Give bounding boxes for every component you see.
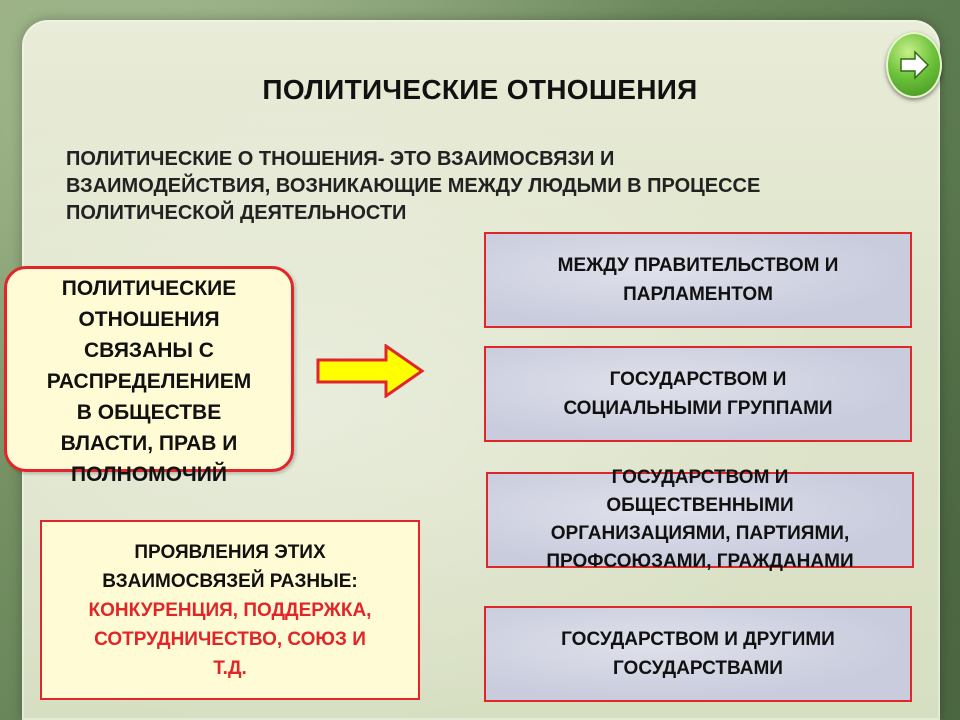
relation-line: ОРГАНИЗАЦИЯМИ, ПАРТИЯМИ, (550, 523, 850, 544)
relation-box-government-parliament: МЕЖДУ ПРАВИТЕЛЬСТВОМ И ПАРЛАМЕНТОМ (484, 232, 912, 328)
relation-line: ПАРЛАМЕНТОМ (623, 284, 773, 305)
left-box-line: ОТНОШЕНИЯ (78, 308, 220, 331)
next-slide-button[interactable] (886, 32, 942, 98)
relation-box-state-organizations: ГОСУДАРСТВОМ И ОБЩЕСТВЕННЫМИ ОРГАНИЗАЦИЯ… (486, 467, 914, 572)
left-box-line: ПОЛНОМОЧИЙ (71, 463, 227, 486)
relation-line: ГОСУДАРСТВАМИ (613, 658, 783, 679)
left-box-line: ВЛАСТИ, ПРАВ И (60, 432, 238, 455)
page-title: ПОЛИТИЧЕСКИЕ ОТНОШЕНИЯ (262, 74, 698, 105)
relation-line: ГОСУДАРСТВОМ И ДРУГИМИ (561, 629, 835, 650)
arrow-right-icon (900, 50, 930, 80)
relation-box-state-social-groups: ГОСУДАРСТВОМ И СОЦИАЛЬНЫМИ ГРУППАМИ (484, 346, 912, 442)
left-box-line: РАСПРЕДЕЛЕНИЕМ (46, 370, 252, 393)
definition-text: ПОЛИТИЧЕСКИЕ О ТНОШЕНИЯ- ЭТО ВЗАИМОСВЯЗИ… (66, 146, 926, 227)
manifestations-line: ВЗАИМОСВЯЗЕЙ РАЗНЫЕ: (102, 570, 358, 592)
relation-line: СОЦИАЛЬНЫМИ ГРУППАМИ (563, 398, 833, 419)
block-arrow-right-icon (316, 344, 425, 398)
relation-line: ПРОФСОЮЗАМИ, ГРАЖДАНАМИ (546, 551, 854, 572)
manifestations-line: ПРОЯВЛЕНИЯ ЭТИХ (134, 541, 326, 563)
left-box-line: В ОБЩЕСТВЕ (76, 401, 222, 424)
relation-box-state-other-states: ГОСУДАРСТВОМ И ДРУГИМИ ГОСУДАРСТВАМИ (484, 606, 912, 702)
definition-line: ПОЛИТИЧЕСКОЙ ДЕЯТЕЛЬНОСТИ (66, 202, 407, 224)
manifestations-box: ПРОЯВЛЕНИЯ ЭТИХ ВЗАИМОСВЯЗЕЙ РАЗНЫЕ: КОН… (40, 520, 420, 700)
manifestations-example-line: Т.Д. (213, 657, 247, 679)
relation-line: ГОСУДАРСТВОМ И (611, 467, 789, 488)
relations-distribution-box: ПОЛИТИЧЕСКИЕ ОТНОШЕНИЯ СВЯЗАНЫ С РАСПРЕД… (4, 266, 294, 486)
definition-line: ВЗАИМОДЕЙСТВИЯ, ВОЗНИКАЮЩИЕ МЕЖДУ ЛЮДЬМИ… (66, 175, 761, 197)
manifestations-example-line: КОНКУРЕНЦИЯ, ПОДДЕРЖКА, (88, 599, 372, 621)
relation-line: МЕЖДУ ПРАВИТЕЛЬСТВОМ И (557, 255, 839, 276)
manifestations-example-line: СОТРУДНИЧЕСТВО, СОЮЗ И (94, 628, 366, 650)
left-box-line: СВЯЗАНЫ С (84, 339, 214, 362)
relation-line: ГОСУДАРСТВОМ И (609, 369, 787, 390)
definition-line: ПОЛИТИЧЕСКИЕ О ТНОШЕНИЯ- ЭТО ВЗАИМОСВЯЗИ… (66, 148, 615, 170)
relation-line: ОБЩЕСТВЕННЫМИ (606, 495, 794, 516)
left-box-line: ПОЛИТИЧЕСКИЕ (61, 277, 237, 300)
